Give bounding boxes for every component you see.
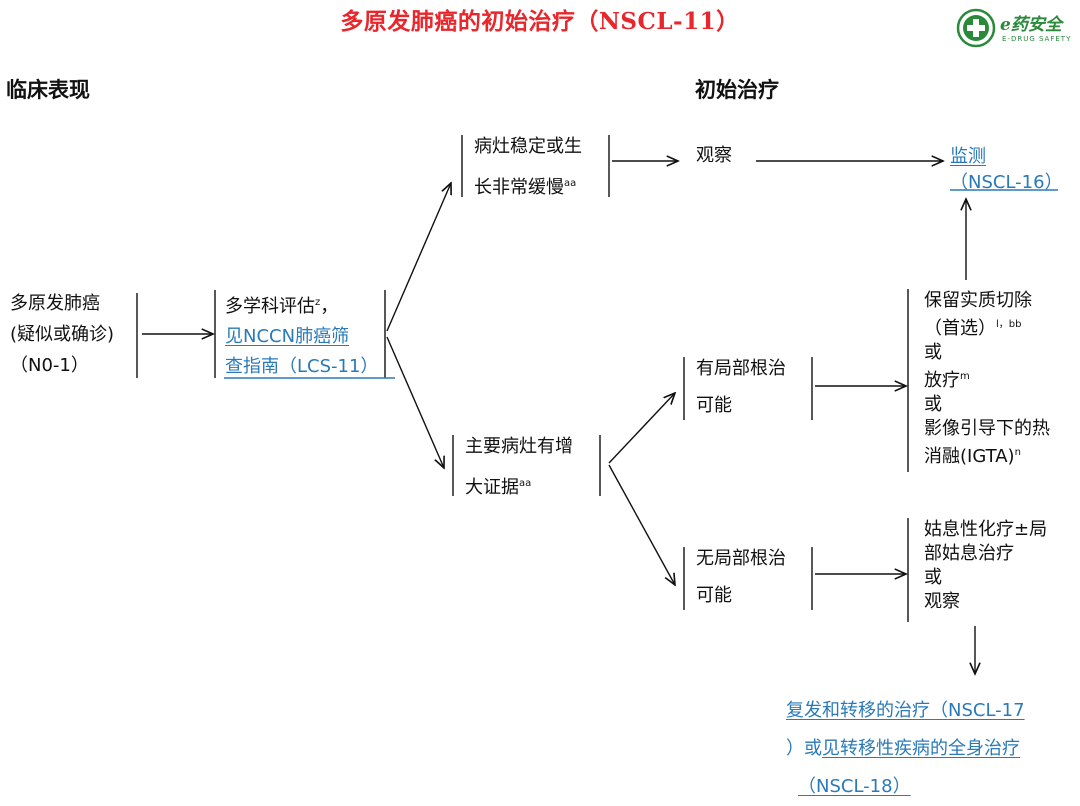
nscl16-link[interactable]: （NSCL-16） [950, 172, 1063, 193]
eval-comma: ， [320, 296, 339, 317]
header-clinical-presentation: 临床表现 [6, 78, 90, 102]
recurrence-or: ）或 [786, 738, 822, 759]
local-tx-radiotherapy: 放疗 [924, 370, 960, 391]
local-tx-line7: 消融(IGTA) [924, 446, 1015, 467]
node-local-therapy-possible: 有局部根治 可能 [696, 350, 786, 424]
local-tx-or1: 或 [924, 342, 942, 363]
local-no-line1: 无局部根治 [696, 548, 786, 569]
local-tx-footnote4: m [960, 371, 970, 382]
growth-line1: 主要病灶有增 [465, 436, 573, 457]
lcs-guideline-link[interactable]: 见NCCN肺癌筛 [225, 326, 350, 347]
stable-footnote: aa [564, 178, 577, 189]
node-presentation: 多原发肺癌 (疑似或确诊) （N0-1） [10, 288, 114, 381]
local-tx-line1: 保留实质切除 [924, 290, 1032, 311]
local-yes-line1: 有局部根治 [696, 358, 786, 379]
presentation-line1: 多原发肺癌 [10, 293, 100, 314]
systemic-therapy-link[interactable]: 见转移性疾病的全身治疗 [822, 738, 1020, 759]
palliative-observe: 观察 [924, 591, 960, 612]
node-recurrence: 复发和转移的治疗（NSCL-17 ）或见转移性疾病的全身治疗 （NSCL-18） [786, 692, 1025, 806]
growth-line2: 大证据 [465, 477, 519, 498]
logo-brand-text: e药安全 [1000, 15, 1062, 35]
palliative-line1: 姑息性化疗±局 [924, 519, 1048, 540]
growth-footnote: aa [519, 478, 532, 489]
logo-icon [956, 8, 996, 48]
monitor-link[interactable]: 监测 [950, 146, 986, 167]
local-no-line2: 可能 [696, 585, 732, 606]
page-title: 多原发肺癌的初始治疗（NSCL-11） [340, 8, 740, 35]
node-palliative: 姑息性化疗±局 部姑息治疗 或 观察 [924, 518, 1047, 614]
brand-logo: e药安全 E-DRUG SAFETY [956, 8, 1072, 48]
node-multidisciplinary-eval: 多学科评估z， 见NCCN肺癌筛 查指南（LCS-11） [225, 288, 378, 382]
local-tx-line2: （首选） [924, 318, 996, 339]
presentation-line2: (疑似或确诊) [10, 324, 115, 345]
node-local-treatments: 保留实质切除 （首选）l，bb 或 放疗m 或 影像引导下的热 消融(IGTA)… [924, 289, 1050, 469]
node-lesion-growth: 主要病灶有增 大证据aa [465, 428, 573, 506]
stable-line1: 病灶稳定或生 [474, 136, 582, 157]
header-initial-treatment: 初始治疗 [695, 78, 779, 102]
nscl18-link[interactable]: （NSCL-18） [798, 776, 911, 797]
presentation-line3: （N0-1） [10, 355, 89, 376]
nscl17-link[interactable]: 复发和转移的治疗（NSCL-17 [786, 700, 1025, 721]
stable-line2: 长非常缓慢 [474, 177, 564, 198]
local-tx-or2: 或 [924, 394, 942, 415]
local-tx-line6: 影像引导下的热 [924, 418, 1050, 439]
eval-footnote: z [315, 297, 321, 308]
node-monitor: 监测 （NSCL-16） [950, 144, 1063, 196]
palliative-line2: 部姑息治疗 [924, 543, 1014, 564]
lcs-guideline-link-cont[interactable]: 查指南（LCS-11） [225, 356, 379, 377]
logo-subtitle: E-DRUG SAFETY [1002, 35, 1072, 43]
node-stable-lesion: 病灶稳定或生 长非常缓慢aa [474, 128, 582, 206]
node-local-therapy-not-possible: 无局部根治 可能 [696, 540, 786, 614]
local-tx-footnote7: n [1014, 447, 1021, 458]
eval-label: 多学科评估 [225, 296, 315, 317]
local-yes-line2: 可能 [696, 395, 732, 416]
node-observe: 观察 [696, 145, 732, 166]
local-tx-footnote2: l，bb [996, 319, 1022, 330]
palliative-or: 或 [924, 567, 942, 588]
